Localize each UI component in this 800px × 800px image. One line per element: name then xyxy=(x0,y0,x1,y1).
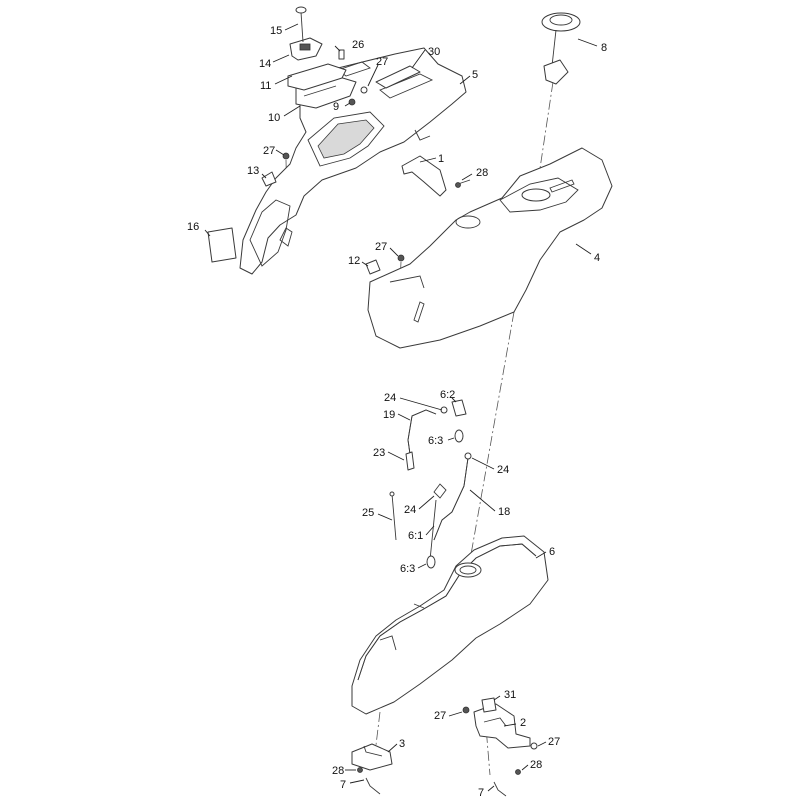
mount-bracket-3[interactable] xyxy=(351,743,393,771)
callout-24-top: 24 xyxy=(384,392,396,404)
callout-28-top: 28 xyxy=(476,167,488,179)
bolt-28-top xyxy=(455,179,471,188)
callout-4: 4 xyxy=(594,252,600,264)
callout-labels: 15 8 14 26 30 11 27 5 9 10 27 13 1 28 16… xyxy=(187,25,607,799)
callout-27-lower-left: 27 xyxy=(434,710,446,722)
callout-27-tank: 27 xyxy=(375,241,387,253)
callout-31: 31 xyxy=(504,689,516,701)
callout-18: 18 xyxy=(498,506,510,518)
fuel-tank[interactable] xyxy=(351,535,549,715)
callout-6-2: 6:2 xyxy=(440,389,455,401)
strap-7-left xyxy=(365,777,381,795)
callout-24-right: 24 xyxy=(497,464,509,476)
callout-27-top: 27 xyxy=(376,56,388,68)
callout-8: 8 xyxy=(601,42,607,54)
cable-tie-25 xyxy=(389,491,397,541)
callout-6: 6 xyxy=(549,546,555,558)
callout-10: 10 xyxy=(268,112,280,124)
throttle-gasket[interactable] xyxy=(287,63,347,91)
callout-28-left: 28 xyxy=(332,765,344,777)
callout-7-right: 7 xyxy=(478,787,484,799)
mount-bracket-2[interactable] xyxy=(473,703,531,749)
spacer-31 xyxy=(481,697,497,713)
callout-12: 12 xyxy=(348,255,360,267)
clamp-24-right xyxy=(464,452,472,460)
callout-11: 11 xyxy=(260,80,271,92)
bolt-28-left xyxy=(357,767,363,773)
bolt-27-lower-left xyxy=(462,706,470,714)
callout-2: 2 xyxy=(520,717,526,729)
callout-16: 16 xyxy=(187,221,199,233)
upper-console-cover[interactable] xyxy=(239,47,467,275)
callout-13: 13 xyxy=(247,165,259,177)
callout-19: 19 xyxy=(383,409,395,421)
fuel-cap[interactable] xyxy=(541,12,581,85)
decal-30 xyxy=(375,65,421,89)
small-bolt-9 xyxy=(348,98,356,106)
callout-7-left: 7 xyxy=(340,779,346,791)
callout-1: 1 xyxy=(438,153,444,165)
decal-16 xyxy=(207,227,237,263)
small-nut-27-top xyxy=(360,86,368,94)
bolt-28-right xyxy=(515,769,521,775)
bolt-27-lower-right xyxy=(530,742,538,750)
callout-5: 5 xyxy=(472,69,478,81)
grommet-6-3-bottom xyxy=(426,555,436,569)
fitting-23 xyxy=(405,451,415,471)
callout-14: 14 xyxy=(259,58,271,70)
callout-15: 15 xyxy=(270,25,282,37)
throttle-knob[interactable] xyxy=(295,6,307,43)
callout-6-3-bottom: 6:3 xyxy=(400,563,415,575)
grommet-6-3-top xyxy=(454,429,464,443)
fuel-pickup-6-1 xyxy=(429,499,437,561)
callout-9: 9 xyxy=(333,101,339,113)
leader-lines xyxy=(204,23,598,792)
callout-3: 3 xyxy=(399,738,405,750)
small-bolt-26 xyxy=(338,49,345,60)
fuel-tank-cover[interactable] xyxy=(367,147,613,349)
tee-fitting-6-2 xyxy=(451,399,467,417)
clip-13 xyxy=(261,171,277,187)
callout-28-right: 28 xyxy=(530,759,542,771)
callout-23: 23 xyxy=(373,447,385,459)
callout-30: 30 xyxy=(428,46,440,58)
throttle-bracket[interactable] xyxy=(289,37,323,61)
callout-27-left: 27 xyxy=(263,145,275,157)
callout-6-1: 6:1 xyxy=(408,530,423,542)
callout-26: 26 xyxy=(352,39,364,51)
bolt-27-tank xyxy=(397,254,405,262)
callout-6-3-top: 6:3 xyxy=(428,435,443,447)
clamp-24-left xyxy=(433,483,447,499)
clip-12 xyxy=(365,259,381,275)
fuel-hose-18[interactable] xyxy=(433,457,469,541)
callout-27-lower-right: 27 xyxy=(548,736,560,748)
bolt-27-left xyxy=(282,152,290,160)
callout-25: 25 xyxy=(362,507,374,519)
callout-24-left: 24 xyxy=(404,504,416,516)
fuel-hose-19[interactable] xyxy=(407,409,437,469)
strap-7-right xyxy=(493,781,507,797)
